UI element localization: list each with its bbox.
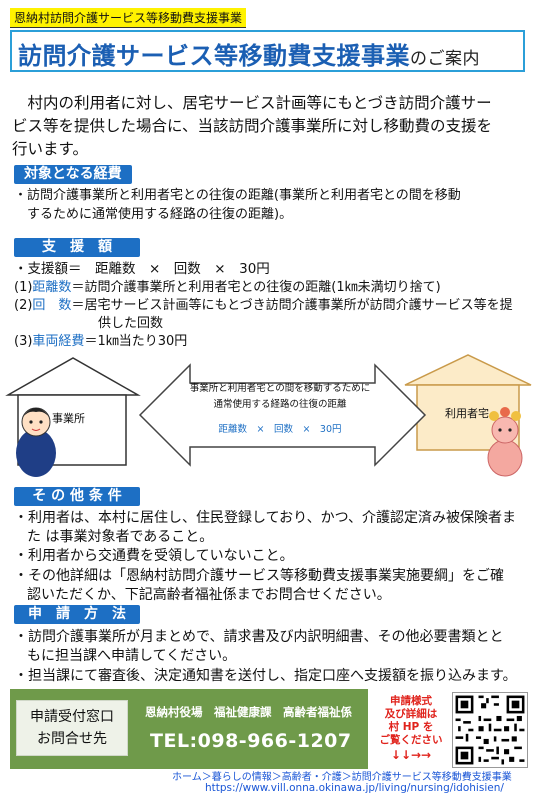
contact-label: お問合せ先 — [37, 731, 107, 747]
apply-line: ・担当課にて審査後、決定通知書を送付し、指定口座へ支援額を振り込みます。 — [14, 668, 517, 684]
apply-line: もに担当課へ申請してください。 — [27, 648, 237, 664]
user-home-label: 利用者宅 — [445, 407, 489, 420]
target-line: するために通常使用する経路の往復の距離)。 — [27, 207, 293, 222]
arrow-caption-line: 通常使用する経路の往復の距離 — [213, 399, 347, 410]
user-house-roof — [404, 354, 532, 386]
amount-item-3: (3)車両経費＝1㎞当たり30円 — [14, 334, 188, 349]
mascot-right-illustration — [487, 407, 523, 477]
other-line: た は事業対象者であること。 — [27, 529, 214, 545]
amount-formula: ・支援額＝ 距離数 × 回数 × 30円 — [14, 261, 270, 277]
section-heading-apply: 申 請 方 法 — [14, 605, 140, 624]
section-heading-target: 対象となる経費 — [14, 165, 132, 184]
other-line: ・利用者から交通費を受領していないこと。 — [14, 548, 294, 564]
mascot-left-illustration — [16, 407, 56, 477]
page-title-main: 訪問介護サービス等移動費支援事業 — [18, 42, 410, 70]
amount-item-2-cont: 供した回数 — [98, 316, 164, 331]
office-house-roof — [5, 357, 141, 396]
arrow-icon: ↓↓→→ — [390, 748, 432, 762]
phone-number: TEL:098-966-1207 — [150, 730, 352, 752]
breadcrumb[interactable]: ホーム＞暮らしの情報＞高齢者・介護＞訪問介護サービス等移動費支援事業 — [172, 772, 512, 783]
amount-item-key: 車両経費 — [32, 334, 85, 349]
arrow-caption-line: 事業所と利用者宅との間を移動するために — [189, 383, 371, 394]
other-line: ・利用者は、本村に居住し、住民登録しており、かつ、介護認定済み被保険者ま — [14, 510, 517, 526]
homepage-url-link[interactable]: https://www.vill.onna.okinawa.jp/living/… — [205, 782, 504, 794]
arrow-caption: 事業所と利用者宅との間を移動するために 通常使用する経路の往復の距離 距離数 ×… — [160, 381, 400, 438]
target-line: ・訪問介護事業所と利用者宅との往復の距離(事業所と利用者宅との間を移動 — [14, 188, 461, 203]
page-title-suffix: のご案内 — [410, 49, 480, 69]
page-title: 訪問介護サービス等移動費支援事業のご案内 — [18, 36, 480, 71]
other-line: ・その他詳細は「恩納村訪問介護サービス等移動費支援事業実施要綱」をご確 — [14, 568, 504, 584]
section-heading-amount: 支 援 額 — [14, 238, 140, 257]
amount-item-1: (1)距離数＝訪問介護事業所と利用者宅との往復の距離(1㎞未満切り捨て) — [14, 280, 441, 295]
double-arrow — [138, 363, 427, 467]
office-label: 事業所 — [52, 412, 85, 425]
other-line: 認いただくか、下記高齢者福祉係までお問合せください。 — [27, 587, 391, 603]
apply-line: ・訪問介護事業所が月まとめで、請求書及び内訳明細書、その他必要書類とと — [14, 629, 504, 645]
diagram-graphic — [5, 354, 532, 477]
arrow-formula: 距離数 × 回数 × 30円 — [218, 424, 342, 435]
contact-label: 申請受付窓口 — [30, 709, 114, 725]
intro-line: 村内の利用者に対し、居宅サービス計画等にもとづき訪問介護サー — [27, 94, 492, 112]
intro-paragraph: 村内の利用者に対し、居宅サービス計画等にもとづき訪問介護サー ビス等を提供した場… — [12, 92, 528, 161]
title-frame — [10, 30, 525, 72]
amount-item-key: 距離数 — [32, 280, 72, 295]
intro-line: 行います。 — [12, 140, 88, 158]
contact-window-box: 申請受付窓口 お問合せ先 — [16, 700, 128, 756]
homepage-note: 申請様式 及び詳細は 村 HP を ご覧ください ↓↓→→ — [375, 695, 447, 762]
amount-item-2: (2)回 数＝居宅サービス計画等にもとづき訪問介護事業所が訪問介護サービス等を提 — [14, 298, 513, 313]
office-name: 恩納村役場 福祉健康課 高齢者福祉係 — [145, 705, 352, 719]
intro-line: ビス等を提供した場合に、当該訪問介護事業所に対し移動費の支援を — [12, 117, 493, 135]
section-heading-other: そ の 他 条 件 — [14, 487, 140, 506]
qr-code-icon[interactable] — [452, 692, 528, 768]
header-tag: 恩納村訪問介護サービス等移動費支援事業 — [10, 8, 247, 28]
amount-item-key: 回 数 — [32, 298, 72, 313]
